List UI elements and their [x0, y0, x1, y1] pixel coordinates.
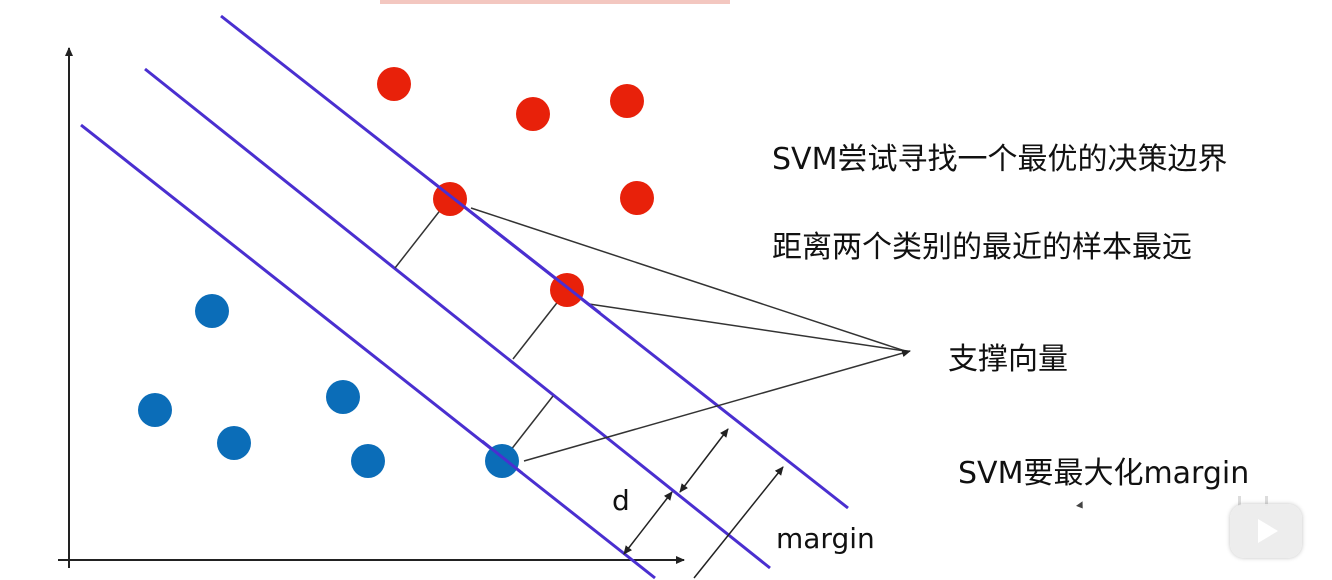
red-point: [620, 181, 654, 215]
pointer-line-1: [470, 207, 906, 352]
d-arrow: [679, 428, 729, 493]
decision-boundary: [144, 67, 771, 570]
maximize-margin-label: SVM要最大化margin: [958, 456, 1250, 491]
red-point: [610, 84, 644, 118]
support-vector-label: 支撑向量: [948, 342, 1068, 377]
upper-margin-overlay: [429, 178, 601, 315]
blue-point: [195, 294, 229, 328]
blue-point: [217, 426, 251, 460]
play-icon[interactable]: [1230, 504, 1302, 558]
red-point: [377, 67, 411, 101]
margin-label: margin: [776, 522, 875, 555]
margin-arrow-lower: [623, 491, 673, 555]
lower-margin-overlay: [481, 439, 523, 475]
pointer-line-2: [588, 303, 906, 352]
distance-d-label: d: [612, 484, 630, 517]
description-line-2: 距离两个类别的最近的样本最远: [772, 230, 1192, 265]
red-point: [516, 97, 550, 131]
margin-arrow-full: [693, 466, 784, 579]
blue-point: [326, 380, 360, 414]
description-line-1: SVM尝试寻找一个最优的决策边界: [772, 142, 1228, 177]
blue-point: [138, 393, 172, 427]
blue-point: [351, 444, 385, 478]
pointer-line-3: [523, 349, 911, 462]
top-strip: [380, 0, 730, 4]
player-antenna-icon: [1238, 496, 1268, 506]
blue-support-vector: [485, 444, 519, 478]
lower-margin-line: [80, 123, 656, 580]
